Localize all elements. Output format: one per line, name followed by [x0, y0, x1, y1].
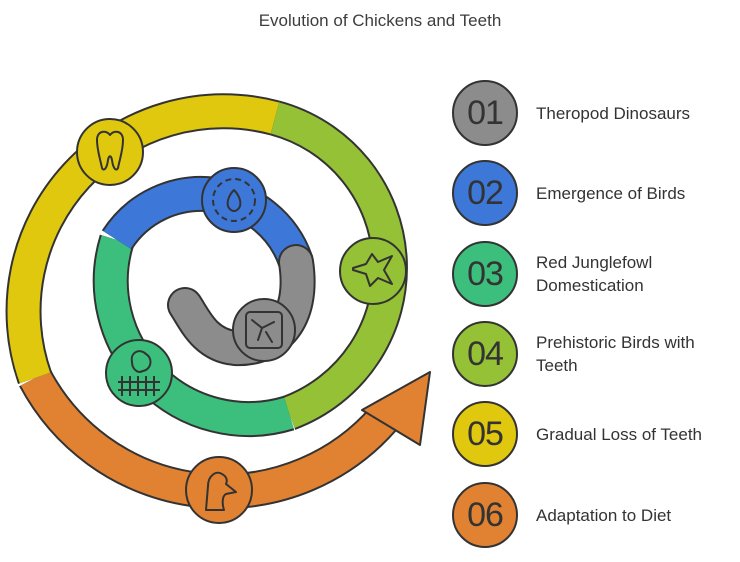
diagram-title: Evolution of Chickens and Teeth [258, 11, 502, 30]
step-badge-04: 04 [452, 321, 518, 387]
fossil-icon [232, 298, 296, 362]
duck-icon [185, 456, 253, 524]
orange-arrowhead [361, 371, 431, 446]
step-badge-06: 06 [452, 482, 518, 548]
step-badge-01: 01 [452, 80, 518, 146]
step-label-06: Adaptation to Diet [536, 505, 672, 525]
egg-icon [201, 167, 267, 233]
step-label-01: Theropod Dinosaurs [536, 103, 691, 123]
step-label-04: Prehistoric Birds with Teeth [536, 333, 695, 375]
chicken-fence-icon [105, 339, 173, 407]
tooth-icon [76, 118, 144, 186]
spiral-segment-05 [5, 93, 280, 384]
legend-item-04: 04 Prehistoric Birds with Teeth [452, 321, 740, 393]
legend-item-02: 02 Emergence of Birds [452, 160, 740, 232]
legend-item-06: 06 Adaptation to Diet [452, 482, 740, 554]
step-badge-05: 05 [452, 401, 518, 467]
step-label-03: Red Junglefowl Domestication [536, 253, 653, 295]
step-badge-03: 03 [452, 241, 518, 307]
legend-item-01: 01 Theropod Dinosaurs [452, 80, 740, 152]
legend-item-03: 03 Red Junglefowl Domestication [452, 241, 740, 313]
step-label-05: Gradual Loss of Teeth [536, 424, 703, 444]
legend-item-05: 05 Gradual Loss of Teeth [452, 401, 740, 473]
pterodactyl-icon [339, 237, 407, 305]
step-badge-02: 02 [452, 160, 518, 226]
step-label-02: Emergence of Birds [536, 183, 686, 203]
